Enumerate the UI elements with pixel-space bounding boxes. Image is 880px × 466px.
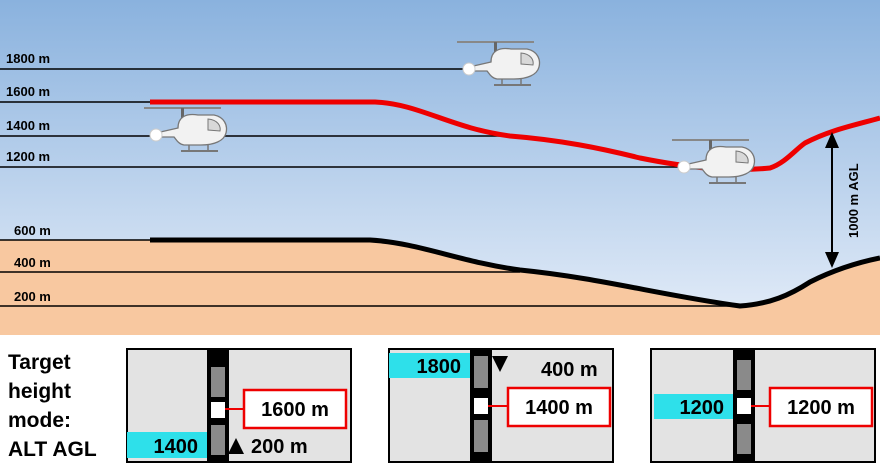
scale-tape-window: [211, 402, 225, 418]
target-value-box: [506, 386, 612, 428]
scale-tape-window: [474, 398, 488, 414]
agl-arrow-top-head: [825, 132, 839, 148]
altitude-label-1800: 1800 m: [6, 51, 50, 66]
altitude-label-400: 400 m: [14, 255, 51, 270]
readout-panel-2: 1400 m 1800 400 m: [388, 348, 614, 463]
target-height-value: 1400: [154, 436, 199, 458]
terrain-profile: [150, 237, 880, 309]
target-value: 1400 m: [525, 397, 593, 419]
scale-tape-window: [737, 398, 751, 414]
altitude-label-1600: 1600 m: [6, 84, 50, 99]
target-height-value: 1800: [417, 356, 462, 378]
altitude-label-600: 600 m: [14, 223, 51, 238]
target-value-box: [768, 386, 874, 428]
mode-label-line-2: height: [8, 380, 71, 403]
target-height-box: [389, 353, 470, 378]
target-height-value: 1200: [680, 397, 725, 419]
agl-label: 1000 m AGL: [846, 163, 861, 238]
agl-readout: 400 m: [541, 359, 598, 381]
down-arrow-icon: [492, 356, 508, 372]
target-value: 1600 m: [261, 399, 329, 421]
readout-panel-1: 1600 m 1400 200 m: [126, 348, 352, 463]
agl-readout: 200 m: [251, 436, 308, 458]
up-arrow-icon: [228, 438, 244, 454]
target-value: 1200 m: [787, 397, 855, 419]
mode-label-line-3: mode:: [8, 409, 71, 432]
target-height-box: [654, 394, 733, 419]
ground-area: [0, 240, 880, 335]
target-height-box: [127, 432, 207, 458]
target-value-box: [242, 388, 348, 430]
mode-label-line-1: Target: [8, 351, 71, 374]
altitude-label-200: 200 m: [14, 289, 51, 304]
target-height-mode-label: Target height mode: ALT AGL: [8, 351, 97, 461]
agl-arrow-bottom-head: [825, 252, 839, 268]
altitude-label-1400: 1400 m: [6, 118, 50, 133]
mode-label-line-4: ALT AGL: [8, 438, 97, 461]
altitude-label-1200: 1200 m: [6, 149, 50, 164]
target-height-path: [150, 99, 880, 173]
readout-panel-3: 1200 m 1200: [650, 348, 876, 463]
